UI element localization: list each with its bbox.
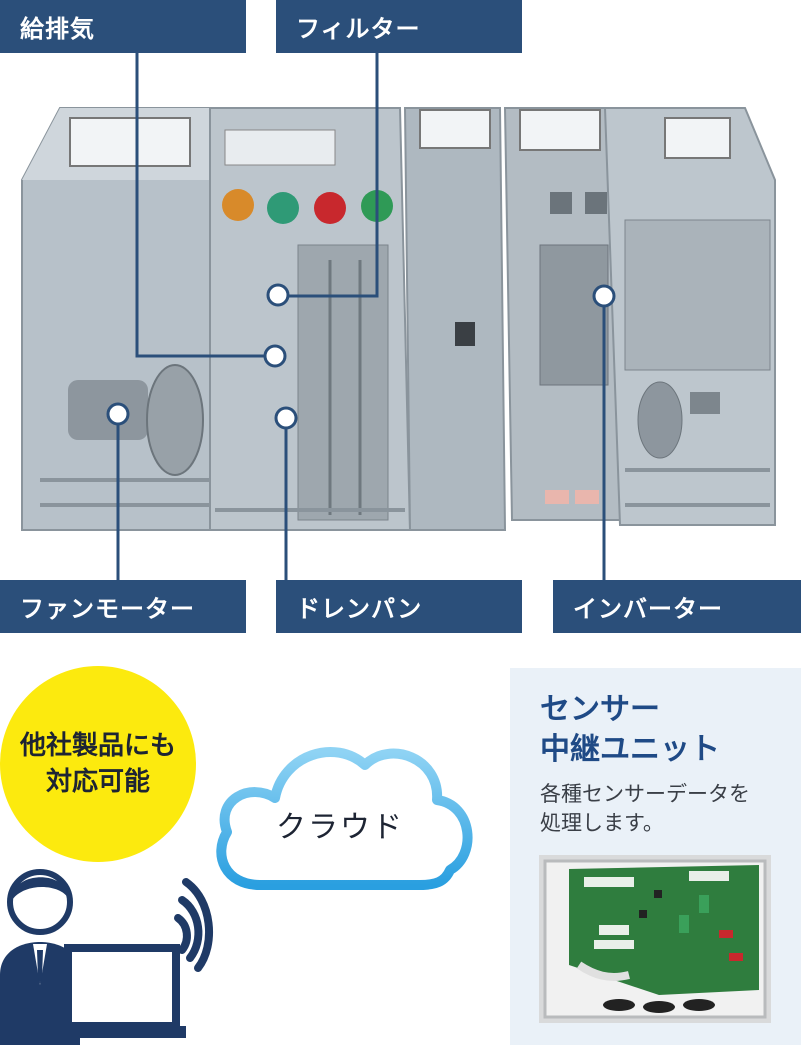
leader-dots xyxy=(106,283,616,430)
air-handler-illustration xyxy=(21,52,776,580)
gauge-green xyxy=(267,192,299,224)
panel-desc-line-1: 各種センサーデータを xyxy=(540,782,750,806)
control-panel xyxy=(297,244,389,521)
label-fan-motor: ファンモーター xyxy=(0,580,246,633)
center-cabinet xyxy=(403,107,507,531)
label-filter: フィルター xyxy=(276,0,522,53)
gauge-red xyxy=(314,192,346,224)
panel-desc-line-2: 処理します。 xyxy=(540,811,664,835)
badge-line-1: 他社製品にも xyxy=(19,731,176,761)
panel-title: センサー 中継ユニット xyxy=(540,690,720,770)
label-inverter: インバーター xyxy=(553,580,801,633)
compatibility-badge: 他社製品にも 対応可能 xyxy=(0,666,196,862)
circuit-board-photo xyxy=(539,855,771,1023)
gauge-orange xyxy=(222,189,254,221)
fan-wheel xyxy=(146,364,204,476)
badge-line-2: 対応可能 xyxy=(45,767,150,797)
wifi-icon xyxy=(174,878,213,972)
label-drain-pan: ドレンパン xyxy=(276,580,522,633)
user-with-laptop-icon xyxy=(0,869,213,1045)
inverter-unit xyxy=(539,244,609,386)
leader-lines xyxy=(116,52,606,580)
indicator xyxy=(455,322,475,346)
panel-title-line-1: センサー xyxy=(540,692,660,727)
sensor-relay-panel: センサー 中継ユニット 各種センサーデータを 処理します。 xyxy=(510,668,801,1045)
cloud-label: クラウド xyxy=(276,810,404,845)
label-exhaust: 給排気 xyxy=(0,0,246,53)
coil-header xyxy=(224,129,336,166)
exhaust-vent xyxy=(69,117,191,167)
panel-description: 各種センサーデータを 処理します。 xyxy=(540,780,790,838)
panel-title-line-2: 中継ユニット xyxy=(540,732,720,767)
right-panel xyxy=(624,219,771,371)
cloud-icon xyxy=(216,747,473,890)
